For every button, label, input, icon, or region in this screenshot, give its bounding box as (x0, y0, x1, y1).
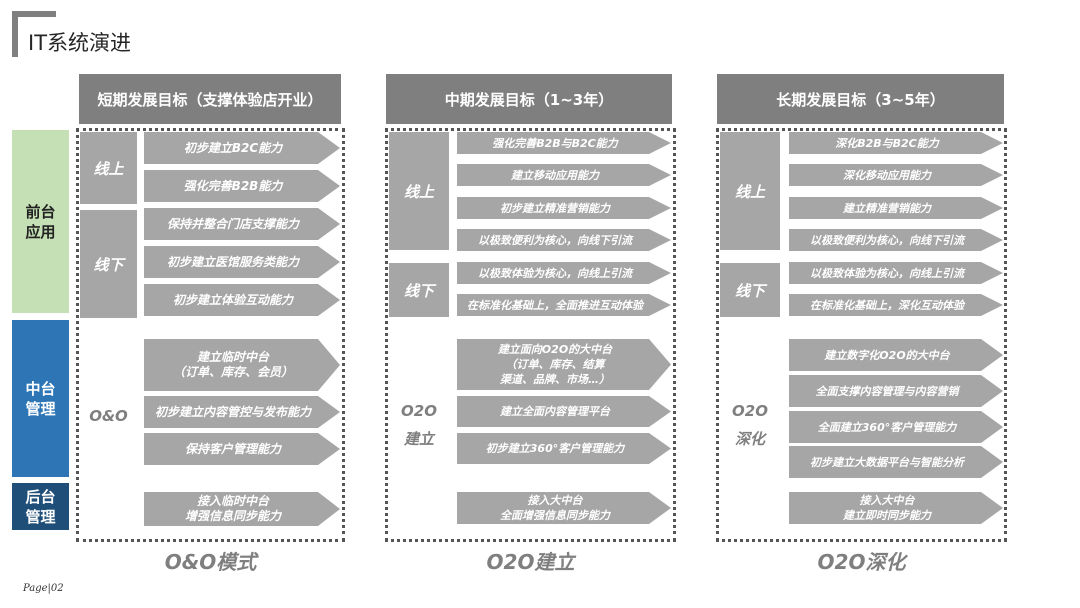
row-label-front: 前台 应用 (12, 130, 69, 313)
sub-label-offline: 线下 (80, 210, 137, 318)
row-label-back: 后台 管理 (12, 483, 69, 530)
group-label-middle: O2O 深化 (732, 402, 768, 448)
capability-arrow: 建立精准营销能力 (789, 197, 1003, 219)
column-footer-label: O&O模式 (164, 550, 257, 574)
group-label-middle: O&O (89, 407, 128, 425)
capability-arrow: 强化完善B2B能力 (144, 170, 340, 202)
page-title: IT系统演进 (28, 31, 132, 55)
capability-arrow: 接入大中台 建立即时同步能力 (789, 492, 1003, 524)
sub-label-online: 线上 (720, 132, 780, 250)
capability-arrow: 初步建立360°客户管理能力 (457, 433, 671, 464)
column-frame-long-term (716, 128, 1007, 542)
page-number: Page|02 (23, 583, 64, 594)
capability-arrow: 以极致体验为核心，向线上引流 (789, 262, 1003, 284)
row-label-middle: 中台 管理 (12, 320, 69, 477)
column-header-long-term: 长期发展目标（3~5年） (717, 74, 1004, 124)
group-label-middle: O2O 建立 (401, 402, 437, 448)
column-footer-label: O2O建立 (486, 550, 575, 574)
capability-arrow: 初步建立内容管控与发布能力 (144, 396, 340, 428)
capability-arrow: 接入大中台 全面增强信息同步能力 (457, 492, 671, 524)
capability-arrow: 以极致便利为核心，向线下引流 (457, 229, 671, 251)
capability-arrow: 建立移动应用能力 (457, 164, 671, 186)
column-footer-label: O2O深化 (817, 550, 906, 574)
capability-arrow: 保持并整合门店支撑能力 (144, 208, 340, 240)
column-frame-short-term (76, 128, 345, 542)
capability-arrow: 初步建立精准营销能力 (457, 197, 671, 219)
capability-arrow: 深化移动应用能力 (789, 164, 1003, 186)
capability-arrow: 建立数字化O2O的大中台 (789, 339, 1003, 371)
sub-label-online: 线上 (80, 132, 137, 204)
capability-arrow: 初步建立体验互动能力 (144, 284, 340, 316)
capability-arrow: 全面支撑内容管理与内容营销 (789, 375, 1003, 407)
capability-arrow: 在标准化基础上，深化互动体验 (789, 294, 1003, 316)
sub-label-offline: 线下 (720, 263, 780, 317)
capability-arrow: 初步建立大数据平台与智能分析 (789, 446, 1003, 478)
title-bracket-decoration (12, 11, 56, 57)
sub-label-offline: 线下 (389, 263, 449, 317)
capability-arrow: 建立临时中台 （订单、库存、会员） (144, 339, 340, 391)
capability-arrow: 接入临时中台 增强信息同步能力 (144, 492, 340, 526)
capability-arrow: 建立全面内容管理平台 (457, 396, 671, 427)
capability-arrow: 全面建立360°客户管理能力 (789, 411, 1003, 443)
capability-arrow: 以极致便利为核心，向线下引流 (789, 229, 1003, 251)
capability-arrow: 初步建立B2C能力 (144, 132, 340, 164)
capability-arrow: 深化B2B与B2C能力 (789, 132, 1003, 154)
capability-arrow: 初步建立医馆服务类能力 (144, 246, 340, 278)
capability-arrow: 建立面向O2O的大中台 （订单、库存、结算 渠道、品牌、市场…） (457, 339, 671, 390)
column-header-mid-term: 中期发展目标（1~3年） (386, 74, 672, 124)
capability-arrow: 以极致体验为核心，向线上引流 (457, 262, 671, 284)
capability-arrow: 强化完善B2B与B2C能力 (457, 132, 671, 154)
sub-label-online: 线上 (389, 132, 449, 250)
column-header-short-term: 短期发展目标（支撑体验店开业） (79, 74, 341, 124)
column-frame-mid-term (385, 128, 676, 542)
capability-arrow: 保持客户管理能力 (144, 433, 340, 465)
capability-arrow: 在标准化基础上，全面推进互动体验 (457, 294, 671, 316)
